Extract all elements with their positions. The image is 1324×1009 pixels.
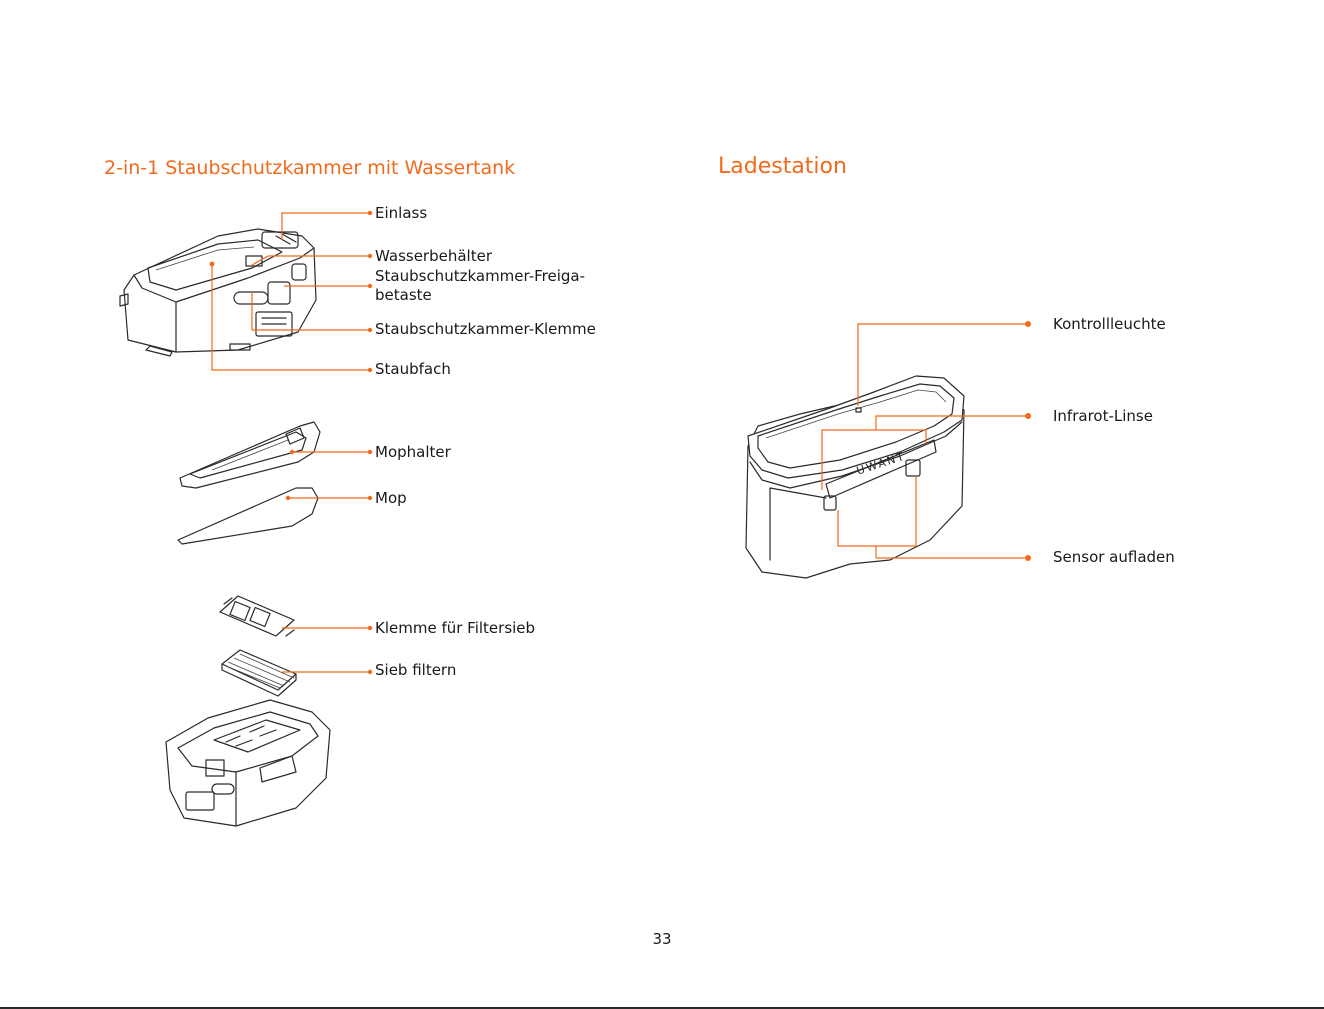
charging-station-illustration: UWANT: [746, 376, 964, 578]
label-freigabetaste-line1: Staubschutzkammer-Freiga-: [375, 267, 585, 286]
page-number: 33: [0, 930, 1324, 948]
filter-sieve-illustration: [222, 650, 296, 696]
label-sieb: Sieb filtern: [375, 661, 456, 680]
label-sensor-aufladen: Sensor aufladen: [1053, 548, 1175, 567]
label-mop: Mop: [375, 489, 407, 508]
label-staubfach: Staubfach: [375, 360, 451, 379]
label-mophalter: Mophalter: [375, 443, 451, 462]
mop-holder-illustration: [180, 422, 320, 488]
dust-chamber-illustration: [120, 229, 316, 356]
open-dust-bin-illustration: [166, 700, 330, 826]
label-filterklemme: Klemme für Filtersieb: [375, 619, 535, 638]
label-wasserbehaelter: Wasserbehälter: [375, 247, 492, 266]
label-klemme: Staubschutzkammer-Klemme: [375, 320, 596, 339]
label-freigabetaste: Staubschutzkammer-Freiga- betaste: [375, 267, 585, 305]
label-infrarot-linse: Infrarot-Linse: [1053, 407, 1153, 426]
filter-clamp-illustration: [220, 596, 294, 636]
label-freigabetaste-line2: betaste: [375, 286, 585, 305]
label-kontrollleuchte: Kontrollleuchte: [1053, 315, 1166, 334]
mop-illustration: [178, 488, 318, 544]
label-einlass: Einlass: [375, 204, 427, 223]
